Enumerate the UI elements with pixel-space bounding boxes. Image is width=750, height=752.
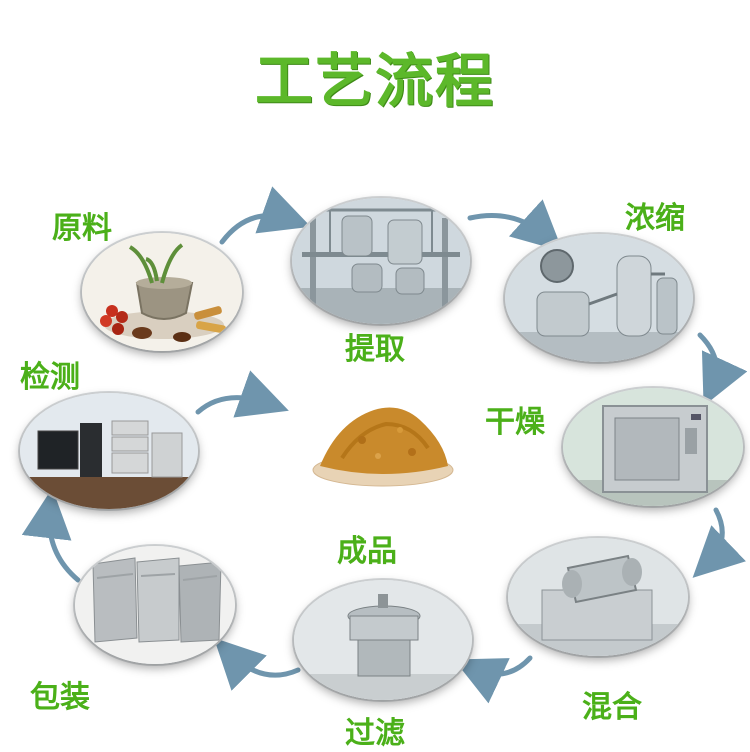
raw-materials-photo [82, 233, 242, 351]
mixing-photo [508, 538, 688, 656]
arrow-inspect-to-product [195, 370, 289, 418]
label-finished-product: 成品 [337, 534, 397, 569]
label-concentration: 浓缩 [625, 201, 685, 236]
label-inspection: 检测 [20, 360, 80, 395]
arrow-dry-to-mix [692, 507, 746, 578]
arrow-pack-to-inspect [21, 488, 81, 583]
finished-product-photo [308, 384, 458, 494]
label-drying: 干燥 [485, 405, 545, 440]
filtering-photo [294, 580, 472, 700]
label-packaging: 包装 [30, 680, 90, 715]
inspection-photo [20, 393, 198, 509]
label-extraction: 提取 [345, 332, 405, 367]
arrow-extract-to-concentrate [467, 199, 563, 252]
arrow-filter-to-pack [213, 637, 301, 691]
page-title: 工艺流程 [254, 47, 495, 115]
drying-photo [563, 388, 743, 506]
packaging-photo [75, 546, 235, 664]
arrow-mix-to-filter [453, 655, 533, 704]
arrow-raw-to-extract [219, 186, 311, 245]
label-filtering: 过滤 [345, 716, 405, 751]
extraction-photo [292, 198, 470, 324]
label-raw-materials: 原料 [52, 211, 112, 246]
concentration-photo [505, 234, 693, 362]
arrow-concentrate-to-dry [697, 332, 748, 407]
label-mixing: 混合 [582, 690, 642, 725]
